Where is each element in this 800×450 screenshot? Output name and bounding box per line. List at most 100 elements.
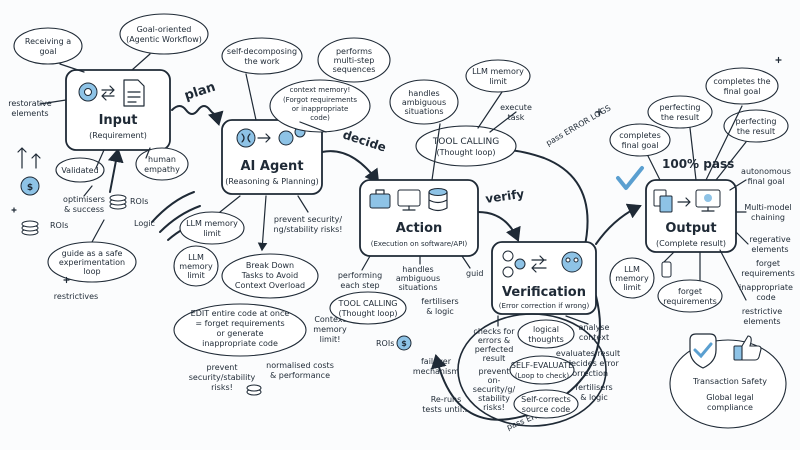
svg-text:Validated: Validated [61,166,98,175]
note-llm-memory-2: LLM memory limit [173,245,219,287]
svg-text:completes the: completes the [713,77,770,86]
note-context-memory-limit-3: limit! [320,335,341,344]
svg-text:EDIT entire code at once: EDIT entire code at once [191,309,290,318]
svg-text:source code: source code [522,405,570,414]
svg-text:inappropriate code: inappropriate code [202,339,278,348]
note-restorative: restorative [8,99,52,108]
note-prevent-risks-3: risks! [211,383,233,392]
agent-title: AI Agent [240,159,303,174]
coin-stack-icon [21,220,39,236]
note-multi-model-2: chaining [751,213,785,222]
scale-icon [502,250,526,278]
output-node[interactable]: Output (Complete result) [645,179,737,253]
note-human-empathy: human empathy [135,147,189,181]
note-multi-model: Multi-model [744,203,791,212]
decide-arrow [321,150,380,184]
note-regerative-2: elements [751,245,788,254]
monitor-icon [397,189,421,211]
verify-arrow [477,211,521,242]
svg-text:(Forgot requirements: (Forgot requirements [283,96,357,104]
note-context-memory-limit-2: memory [313,325,347,334]
note-llm-memory-top: LLM memory limit [465,59,531,93]
note-autonomous-2: final goal [748,177,785,186]
svg-text:situations: situations [405,107,444,116]
note-self-evaluate: SELF-EVALUATE (Loop to check) [509,355,575,385]
note-reruns: Re-runs [431,395,462,404]
checkmark-icon [616,166,644,190]
note-regerative: regerative [749,235,790,244]
note-rois-1: ROIs [50,221,68,230]
verification-loop [457,313,607,427]
svg-text:memory: memory [179,262,213,271]
svg-text:the result: the result [737,127,775,136]
verification-node[interactable]: Verification (Error correction if wrong) [491,241,597,315]
svg-text:sequences: sequences [333,65,376,74]
svg-text:handles: handles [408,89,439,98]
input-up-arrow [107,148,124,193]
note-rois-action: ROIs [376,339,394,348]
sparkle-icon [11,56,782,284]
svg-text:Self-corrects: Self-corrects [521,395,571,404]
note-handles-mid: handles [402,265,433,274]
svg-text:(Thought loop): (Thought loop) [338,309,397,318]
svg-text:memory: memory [615,274,649,283]
svg-text:thoughts: thoughts [528,335,564,344]
verification-title: Verification [502,285,586,300]
arrows-icon-4 [677,197,691,207]
svg-text:LLM memory: LLM memory [472,67,524,76]
note-context-memory-limit: Context [314,315,345,324]
arrows-icon [101,85,115,101]
svg-text:TOOL CALLING: TOOL CALLING [338,299,398,308]
input-node[interactable]: Input (Requirement) [65,69,171,151]
note-performing: performing [338,271,382,280]
pass-100-label: 100% pass [662,157,734,171]
note-guid: guid [466,269,483,278]
note-normalised-2: & performance [270,371,330,380]
svg-text:perfecting: perfecting [660,103,701,112]
note-multi-step: performs multi-step sequences [317,37,391,83]
coin-stack-icon-3 [246,384,262,396]
note-logical: logical thoughts [517,319,575,349]
note-prevent-verif-3: security/g/ [473,385,516,394]
note-forget-right: forget [756,259,780,268]
note-edit-entire: EDIT entire code at once = forget requir… [173,303,307,357]
note-perfecting-1: perfecting the result [647,95,713,129]
note-evaluates-3: correction [568,369,608,378]
svg-text:$: $ [401,339,407,348]
arrows-icon-3 [531,255,547,273]
svg-text:goal: goal [39,47,56,56]
svg-text:(Agentic Workflow): (Agentic Workflow) [126,35,202,44]
dollar-coin-icon: $ [17,147,41,196]
svg-text:requirements: requirements [663,297,717,306]
shield-icon [689,333,717,369]
svg-text:or generate: or generate [217,329,264,338]
note-restrictive: restrictive [742,307,782,316]
database-icon [428,188,448,212]
note-llm-memory-output: LLM memory limit [609,257,655,299]
input-title: Input [99,113,138,128]
note-inappropriate: inappropriate [739,283,793,292]
verify-label: verify [484,187,525,206]
note-failover-2: mechanism [413,367,460,376]
note-execute-task-2: task [508,113,525,122]
output-title: Output [665,221,716,236]
svg-text:Receiving a: Receiving a [25,37,71,46]
note-checks: checks for [473,327,515,336]
action-subtitle: (Execution on software/API) [371,240,468,248]
note-prevent-security-2: ng/stability risks! [274,225,343,234]
note-break-down: Break Down Tasks to Avoid Context Overlo… [221,253,319,299]
note-fertilisers-verif: fertilisers [575,383,612,392]
svg-text:limit: limit [203,229,221,238]
note-llm-memory-1: LLM memory limit [179,211,245,245]
agent-down-arrow [257,195,268,252]
plan-arrow [171,105,224,127]
svg-text:the work: the work [244,57,279,66]
agent-node[interactable]: AI Agent (Reasoning & Planning) [221,119,323,195]
note-context-memory: context memory! (Forgot requirements or … [269,79,371,133]
note-handles-mid-3: situations [399,283,438,292]
svg-text:limit: limit [489,77,507,86]
action-node[interactable]: Action (Execution on software/API) [359,179,479,257]
svg-text:logical: logical [533,325,559,334]
decide-label: decide [341,128,388,155]
note-perfecting-2: perfecting the result [723,109,789,143]
